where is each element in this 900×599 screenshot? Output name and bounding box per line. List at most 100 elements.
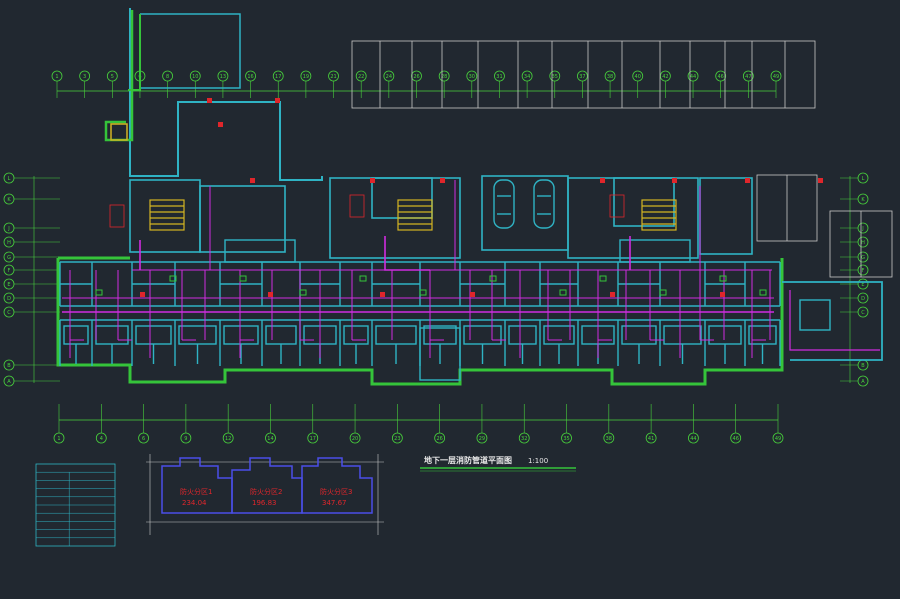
axis-label-bottom: 26 <box>436 436 442 442</box>
axis-bubble-right <box>857 292 869 304</box>
sprinkler-riser-mark <box>299 289 307 296</box>
axis-label-left: C <box>7 310 11 316</box>
axis-label-bottom: 38 <box>606 436 612 442</box>
red-equipment-mark <box>610 292 615 297</box>
parking-bays <box>351 40 816 109</box>
axis-label-bottom: 41 <box>648 436 654 442</box>
axis-bubble-bottom <box>645 432 657 444</box>
sprinkler-riser-mark <box>489 275 497 282</box>
axis-bubble-left <box>3 172 15 184</box>
red-equipment-mark <box>470 292 475 297</box>
axis-label-bottom: 32 <box>521 436 527 442</box>
red-equipment-mark <box>140 292 145 297</box>
axis-bubble-right <box>857 375 869 387</box>
axis-label-top: 3 <box>83 74 86 80</box>
red-equipment-mark <box>818 178 823 183</box>
axis-bubble-right <box>857 172 869 184</box>
sprinkler-riser-mark <box>239 275 247 282</box>
axis-label-top: 1 <box>55 74 58 80</box>
sprinkler-riser-mark <box>359 275 367 282</box>
axis-label-right: E <box>861 282 864 288</box>
axis-label-bottom: 9 <box>184 436 187 442</box>
axis-label-bottom: 44 <box>690 436 696 442</box>
car-symbols <box>493 179 555 229</box>
axis-bubble-bottom <box>434 432 446 444</box>
sprinkler-riser-mark <box>559 289 567 296</box>
axis-label-top: 13 <box>220 74 226 80</box>
fire-zone-2-outline <box>231 457 303 514</box>
axis-label-bottom: 20 <box>352 436 358 442</box>
legend-table <box>35 463 116 547</box>
red-equipment-mark <box>370 178 375 183</box>
sprinkler-riser-mark <box>599 275 607 282</box>
fire-zone-1-area: 234.04 <box>182 499 207 507</box>
axis-bubble-left <box>3 278 15 290</box>
axis-label-left: H <box>7 240 11 246</box>
red-equipment-mark <box>207 98 212 103</box>
axis-label-left: G <box>7 255 11 261</box>
main-building-outline <box>56 256 883 386</box>
axis-label-top: 46 <box>718 74 724 80</box>
axis-label-top: 28 <box>441 74 447 80</box>
sprinkler-riser-mark <box>95 289 103 296</box>
axis-bubble-right <box>857 236 869 248</box>
axis-label-top: 22 <box>358 74 364 80</box>
axis-bubble-bottom <box>53 432 65 444</box>
sprinkler-riser-mark <box>759 289 767 296</box>
axis-bubble-bottom <box>772 432 784 444</box>
axis-label-top: 17 <box>275 74 281 80</box>
axis-label-right: K <box>861 197 865 203</box>
fire-hydrant-cabinet-mark <box>609 194 625 218</box>
fire-zone-diagram: 防火分区1 234.04 防火分区2 196.83 防火分区3 347.67 <box>146 454 384 535</box>
axis-label-top: 10 <box>192 74 198 80</box>
drawing-scale: 1:100 <box>528 457 548 465</box>
axis-label-top: 38 <box>607 74 613 80</box>
axis-bubble-left <box>3 193 15 205</box>
upper-wing-walls <box>104 8 323 181</box>
axis-label-right: G <box>861 255 865 261</box>
axis-label-left: L <box>8 176 11 182</box>
axis-label-top: 26 <box>413 74 419 80</box>
sprinkler-riser-mark <box>719 275 727 282</box>
interior-room-walls <box>59 239 831 381</box>
red-equipment-mark <box>672 178 677 183</box>
axis-bubble-left <box>3 264 15 276</box>
axis-bubble-bottom <box>265 432 276 444</box>
red-equipment-mark <box>600 178 605 183</box>
axis-label-bottom: 4 <box>100 436 103 442</box>
axis-bubble-right <box>857 251 869 263</box>
sprinkler-riser-mark <box>659 289 667 296</box>
axis-label-right: D <box>861 296 865 302</box>
axis-label-top: 31 <box>496 74 502 80</box>
axis-bubble-right <box>857 278 869 290</box>
equipment-marks <box>95 98 823 297</box>
fire-zone-3-label: 防火分区3 <box>320 487 352 496</box>
fire-zone-1-label: 防火分区1 <box>180 487 212 496</box>
axis-bubble-left <box>3 251 15 263</box>
axis-label-bottom: 17 <box>310 436 316 442</box>
axis-label-top: 19 <box>303 74 309 80</box>
axis-bubble-left <box>3 222 15 234</box>
axis-label-bottom: 12 <box>225 436 231 442</box>
axis-label-bottom: 23 <box>394 436 400 442</box>
sprinkler-riser-mark <box>419 289 427 296</box>
parking-bays-right <box>756 174 893 278</box>
axis-label-top: 37 <box>579 74 585 80</box>
axis-bubble-left <box>3 292 15 304</box>
axis-label-bottom: 29 <box>479 436 485 442</box>
axis-label-top: 40 <box>635 74 641 80</box>
axis-bubble-left <box>3 306 15 318</box>
axis-bubble-bottom <box>349 432 361 444</box>
axis-bubble-right <box>857 193 869 205</box>
axis-label-left: K <box>7 197 11 203</box>
axis-label-left: F <box>8 268 11 274</box>
red-equipment-mark <box>268 292 273 297</box>
axis-label-bottom: 1 <box>57 436 60 442</box>
axis-label-bottom: 46 <box>733 436 739 442</box>
axis-label-top: 30 <box>469 74 475 80</box>
fire-zone-2-label: 防火分区2 <box>250 487 282 496</box>
axis-bubble-bottom <box>730 432 742 444</box>
